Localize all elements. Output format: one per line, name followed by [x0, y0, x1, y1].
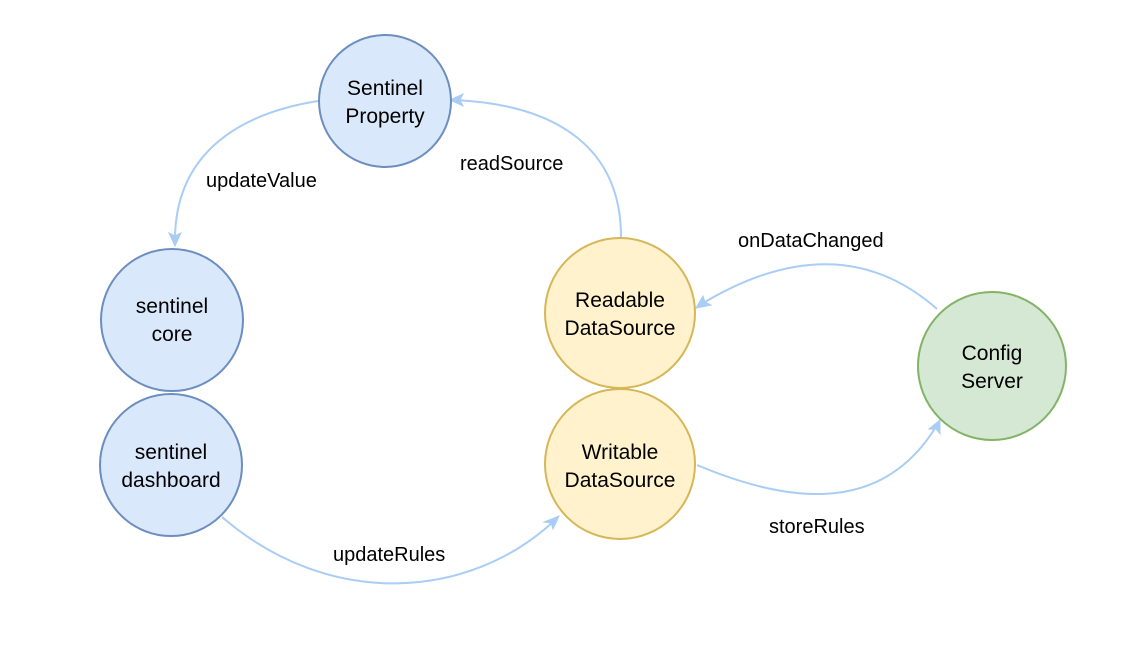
edge-on-data-changed: [695, 263, 938, 310]
node-sentinel-dashboard: sentinel dashboard: [99, 393, 243, 537]
node-label-line2: Server: [961, 370, 1023, 393]
edge-store-rules: [696, 418, 941, 495]
node-readable-datasource: Readable DataSource: [544, 237, 696, 389]
edge-label-update-rules: updateRules: [333, 544, 445, 566]
edge-read-source: [448, 92, 622, 238]
node-writable-datasource: Writable DataSource: [544, 388, 696, 540]
node-label-line2: dashboard: [121, 469, 220, 492]
node-label-line1: Sentinel: [347, 77, 423, 100]
node-label-line2: core: [152, 323, 193, 346]
edge-update-rules: [221, 515, 560, 585]
node-label-line1: Writable: [582, 441, 659, 464]
node-sentinel-core: sentinel core: [100, 248, 244, 392]
node-label-line2: Property: [345, 105, 425, 128]
node-sentinel-property: Sentinel Property: [318, 34, 452, 168]
node-label-line1: Readable: [575, 289, 665, 312]
node-label-line1: sentinel: [135, 441, 207, 464]
edge-label-read-source: readSource: [460, 153, 563, 175]
edge-label-update-value: updateValue: [206, 170, 317, 192]
node-config-server: Config Server: [917, 291, 1067, 441]
edge-update-value: [167, 100, 319, 248]
node-label-line1: Config: [962, 342, 1023, 365]
node-label-line1: sentinel: [136, 295, 208, 318]
node-label-line2: DataSource: [565, 469, 676, 492]
edge-label-store-rules: storeRules: [769, 516, 865, 538]
edge-label-on-data-changed: onDataChanged: [738, 230, 884, 252]
node-label-line2: DataSource: [565, 317, 676, 340]
